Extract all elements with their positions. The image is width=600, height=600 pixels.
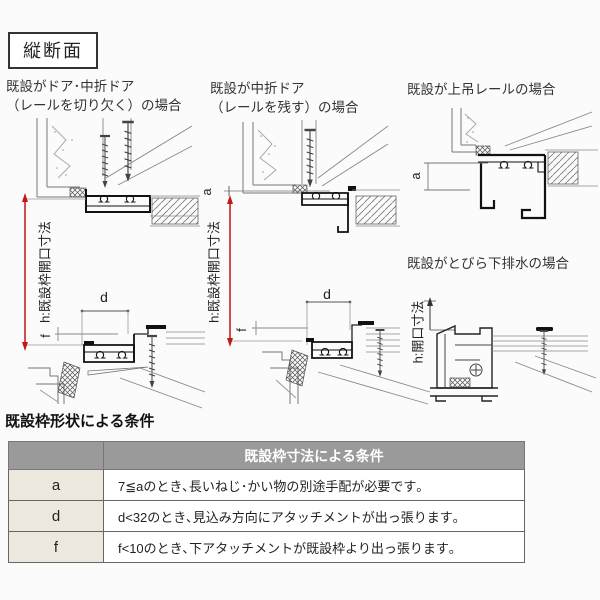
row-text-f: f<10のとき､下アタッチメントが既設枠より出っ張ります｡ <box>103 531 525 563</box>
section-title: 縦断面 <box>8 32 98 69</box>
row-text-a: 7≦aのとき､長いねじ･かい物の別途手配が必要です｡ <box>103 469 525 501</box>
dim-h-col1 <box>22 193 90 351</box>
row-label-a: a <box>8 469 104 501</box>
caption-door-cut-rail: 既設がドア･中折ドア （レールを切り欠く）の場合 <box>6 77 182 115</box>
drawing-col2-bottom <box>252 300 431 405</box>
table-row: a 7≦aのとき､長いねじ･かい物の別途手配が必要です｡ <box>8 469 525 501</box>
row-label-d: d <box>8 500 104 532</box>
drawing-col1-top <box>36 118 200 227</box>
drawing-col2-top <box>242 120 400 233</box>
dim-label-h-opening-col3: h:開口寸法 <box>410 300 426 364</box>
dim-label-h-opening-col1: h:既設枠開口寸法 <box>37 221 53 323</box>
caption-line: 既設が中折ドア <box>210 81 305 96</box>
caption-hanging-rail: 既設が上吊レールの場合 <box>407 82 556 97</box>
dim-label-h-opening-col2: h:既設枠開口寸法 <box>206 221 222 323</box>
dim-label-d-col1: d <box>100 289 108 305</box>
caption-line: （レールを残す）の場合 <box>210 100 359 115</box>
caption-door-drainage: 既設がとびら下排水の場合 <box>407 256 569 271</box>
table-header-title: 既設枠寸法による条件 <box>103 441 525 470</box>
drawing-col3-top <box>424 108 598 220</box>
caption-line: 既設がドア･中折ドア <box>6 79 135 94</box>
conditions-table: 既設枠寸法による条件 a 7≦aのとき､長いねじ･かい物の別途手配が必要です｡ … <box>8 441 525 563</box>
conditions-heading: 既設枠形状による条件 <box>5 413 155 430</box>
drawing-col3-bottom <box>424 297 597 402</box>
row-text-d: d<32のとき､見込み方向にアタッチメントが出っ張ります｡ <box>103 500 525 532</box>
dim-label-d-col2: d <box>323 286 331 302</box>
caption-folding-door-keep-rail: 既設が中折ドア （レールを残す）の場合 <box>210 79 359 117</box>
dim-h-col2 <box>224 186 330 347</box>
dim-label-f-col1: f <box>39 334 53 338</box>
row-label-f: f <box>8 531 104 563</box>
dim-label-a-col2: a <box>200 188 214 196</box>
dim-label-a-col3: a <box>409 172 423 180</box>
table-row: f f<10のとき､下アタッチメントが既設枠より出っ張ります｡ <box>8 531 525 563</box>
table-header-empty-cell <box>8 441 104 470</box>
caption-line: （レールを切り欠く）の場合 <box>6 98 182 113</box>
drawing-col1-bottom <box>28 309 206 409</box>
dim-label-f-col2: f <box>235 328 249 332</box>
table-row: d d<32のとき､見込み方向にアタッチメントが出っ張ります｡ <box>8 500 525 532</box>
table-header-row: 既設枠寸法による条件 <box>8 441 525 470</box>
